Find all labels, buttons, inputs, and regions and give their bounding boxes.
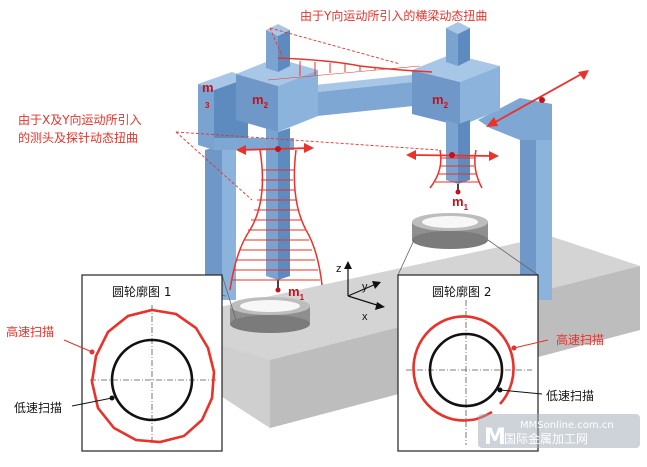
workpiece-ring-left — [230, 297, 310, 333]
watermark-logo: M — [484, 425, 506, 450]
beam-distortion-curve — [267, 57, 433, 81]
left-carriage — [236, 24, 318, 293]
profile-panel-1 — [81, 274, 237, 452]
panel-1-slow-label: 低速扫描 — [14, 401, 62, 415]
right-carriage — [412, 22, 500, 195]
annotation-left-line2: 的测头及探针动态扭曲 — [18, 130, 138, 145]
panel-1-fast-label: 高速扫描 — [6, 324, 54, 339]
axis-label-z: z — [336, 263, 342, 275]
mass-label-m1-left: m1 — [288, 284, 305, 302]
slow-scan-profile-1 — [110, 338, 194, 422]
panel-2-fast-label: 高速扫描 — [556, 332, 604, 347]
annotation-top: 由于Y向运动所引入的横梁动态扭曲 — [300, 8, 487, 23]
mass-label-m3-sub: 3 — [205, 101, 210, 110]
panel-2-title: 圆轮廓图 2 — [432, 284, 491, 299]
watermark-line2: 国际金属加工网 — [504, 431, 588, 446]
left-probe-distortion-curve — [229, 149, 323, 291]
fast-scan-profile-1 — [90, 308, 216, 444]
slow-scan-profile-2 — [428, 332, 504, 408]
mass-label-m2-left: m2 — [252, 92, 269, 110]
fast-scan-profile-2 — [412, 315, 515, 422]
mass-label-m3: m — [202, 80, 214, 95]
panel-2-slow-label: 低速扫描 — [546, 389, 594, 403]
watermark: MMSonline.com.cn 国际金属加工网 M — [478, 414, 640, 450]
mass-label-m2-right: m2 — [432, 92, 449, 110]
right-probe-distortion-curve — [429, 149, 483, 189]
watermark-line1: MMSonline.com.cn — [520, 420, 614, 431]
profile-panel-2 — [397, 239, 539, 452]
panel-leaders — [63, 339, 549, 407]
axis-indicator — [344, 261, 385, 310]
annotation-leaders — [175, 27, 439, 201]
panel-1-title: 圆轮廓图 1 — [112, 284, 171, 299]
mass-label-m1-right: m1 — [452, 194, 469, 212]
annotation-left-line1: 由于X及Y向运动所引入 — [18, 112, 142, 127]
axis-label-y: y — [362, 281, 368, 293]
axis-label-x: x — [362, 311, 368, 323]
motion-arrows — [236, 70, 589, 161]
workpiece-ring-right — [412, 213, 488, 249]
